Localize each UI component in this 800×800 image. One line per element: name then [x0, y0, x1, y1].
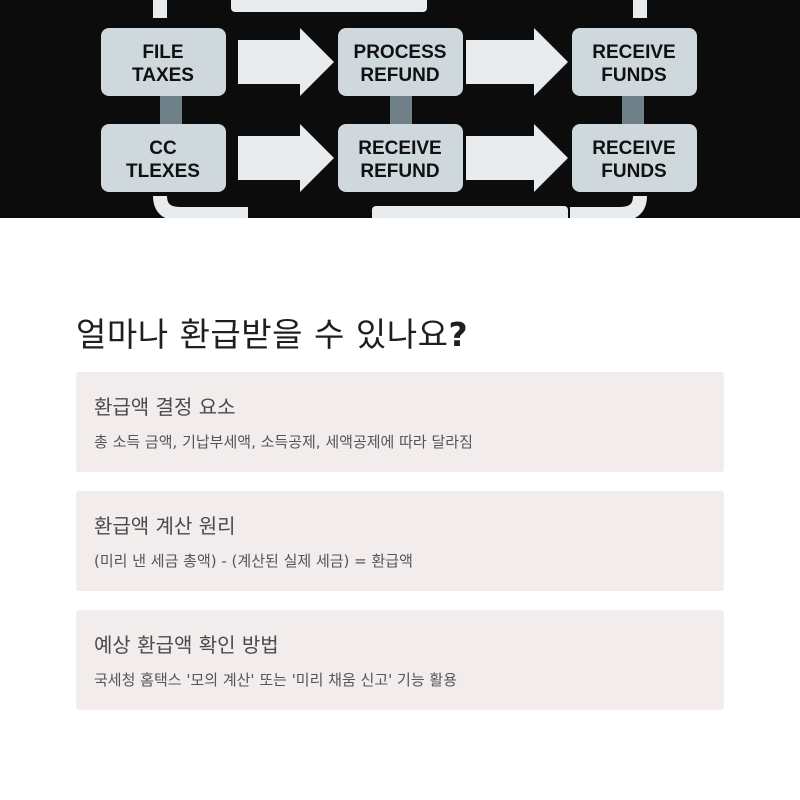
flow-box-label: REFUND	[360, 161, 439, 182]
flow-box-label: FILE	[142, 42, 183, 63]
loop-bar-bottom	[372, 206, 568, 218]
flow-box-receive-funds-2	[572, 124, 697, 192]
info-card-factors: 환급액 결정 요소 총 소득 금액, 기납부세액, 소득공제, 세액공제에 따라…	[76, 372, 724, 472]
info-card-calculation: 환급액 계산 원리 (미리 낸 세금 총액) - (계산된 실제 세금) = 환…	[76, 491, 724, 591]
flow-box-cc-tlexes	[101, 124, 226, 192]
flow-box-receive-funds	[572, 28, 697, 96]
flow-box-label: TAXES	[132, 65, 194, 86]
arrow-right-icon	[238, 124, 334, 192]
loop-line-bottom-left	[153, 195, 248, 218]
flow-box-label: RECEIVE	[592, 138, 675, 159]
flow-box-label: CC	[149, 138, 177, 159]
flow-box-label: REFUND	[360, 65, 439, 86]
connector-col3	[622, 96, 644, 124]
flowchart-diagram: FILE TAXES PROCESS REFUND RECEIVE FUNDS …	[101, 0, 697, 218]
flow-box-label: FUNDS	[601, 65, 666, 86]
loop-bar-top	[231, 0, 427, 12]
arrow-right-icon	[238, 28, 334, 96]
connector-col2	[390, 96, 412, 124]
flow-box-label: TLEXES	[126, 161, 200, 182]
arrow-right-icon	[466, 28, 568, 96]
card-title: 환급액 계산 원리	[94, 514, 236, 538]
flow-box-label: RECEIVE	[592, 42, 675, 63]
flow-box-label: PROCESS	[354, 42, 447, 63]
card-description: 총 소득 금액, 기납부세액, 소득공제, 세액공제에 따라 달라짐	[94, 433, 473, 451]
card-title: 환급액 결정 요소	[94, 395, 236, 419]
flow-box-process-refund	[338, 28, 463, 96]
card-description: 국세청 홈택스 '모의 계산' 또는 '미리 채움 신고' 기능 활용	[94, 671, 458, 689]
card-title: 예상 환급액 확인 방법	[94, 633, 279, 657]
card-description: (미리 낸 세금 총액) - (계산된 실제 세금) = 환급액	[94, 552, 413, 570]
arrow-right-icon	[466, 124, 568, 192]
flow-box-label: FUNDS	[601, 161, 666, 182]
loop-line-bottom-right	[570, 195, 647, 218]
flow-box-label: RECEIVE	[358, 138, 441, 159]
flow-box-receive-refund	[338, 124, 463, 192]
flowchart-banner: FILE TAXES PROCESS REFUND RECEIVE FUNDS …	[0, 0, 800, 218]
connector-col1	[160, 96, 182, 124]
page-title: 얼마나 환급받을 수 있나요?	[76, 308, 468, 356]
info-card-check-method: 예상 환급액 확인 방법 국세청 홈택스 '모의 계산' 또는 '미리 채움 신…	[76, 610, 724, 710]
page-title-question-mark: ?	[448, 315, 469, 354]
flow-box-file-taxes	[101, 28, 226, 96]
page-title-text: 얼마나 환급받을 수 있나요	[76, 315, 449, 354]
